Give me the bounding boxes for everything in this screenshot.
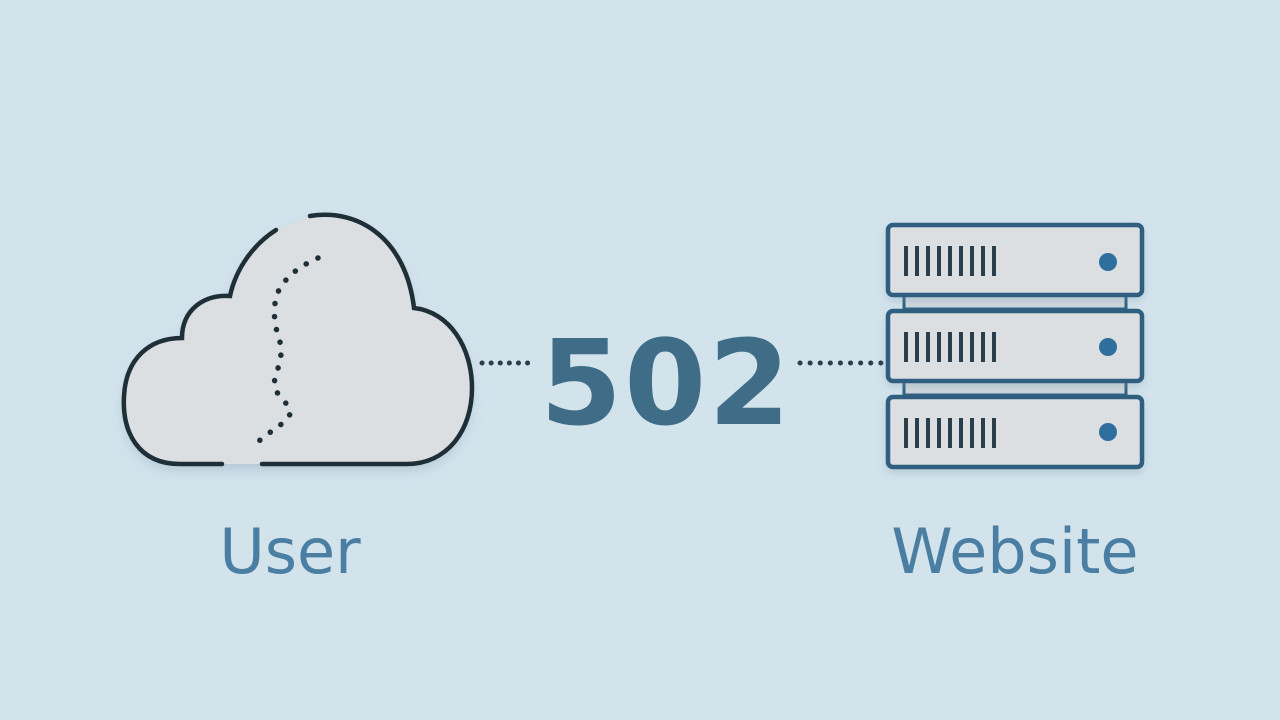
user-label: User bbox=[219, 515, 361, 588]
status-led-icon bbox=[1099, 253, 1117, 271]
status-led-icon bbox=[1099, 338, 1117, 356]
website-label: Website bbox=[891, 515, 1139, 588]
connector-right-dots bbox=[792, 355, 888, 371]
cloud-icon bbox=[110, 200, 490, 480]
server-unit-2 bbox=[885, 308, 1145, 384]
connector-left-dots bbox=[476, 355, 536, 371]
server-rack-icon bbox=[870, 215, 1160, 485]
server-unit-3 bbox=[885, 394, 1145, 470]
status-led-icon bbox=[1099, 423, 1117, 441]
server-unit-1 bbox=[885, 222, 1145, 298]
status-code: 502 bbox=[540, 314, 793, 452]
